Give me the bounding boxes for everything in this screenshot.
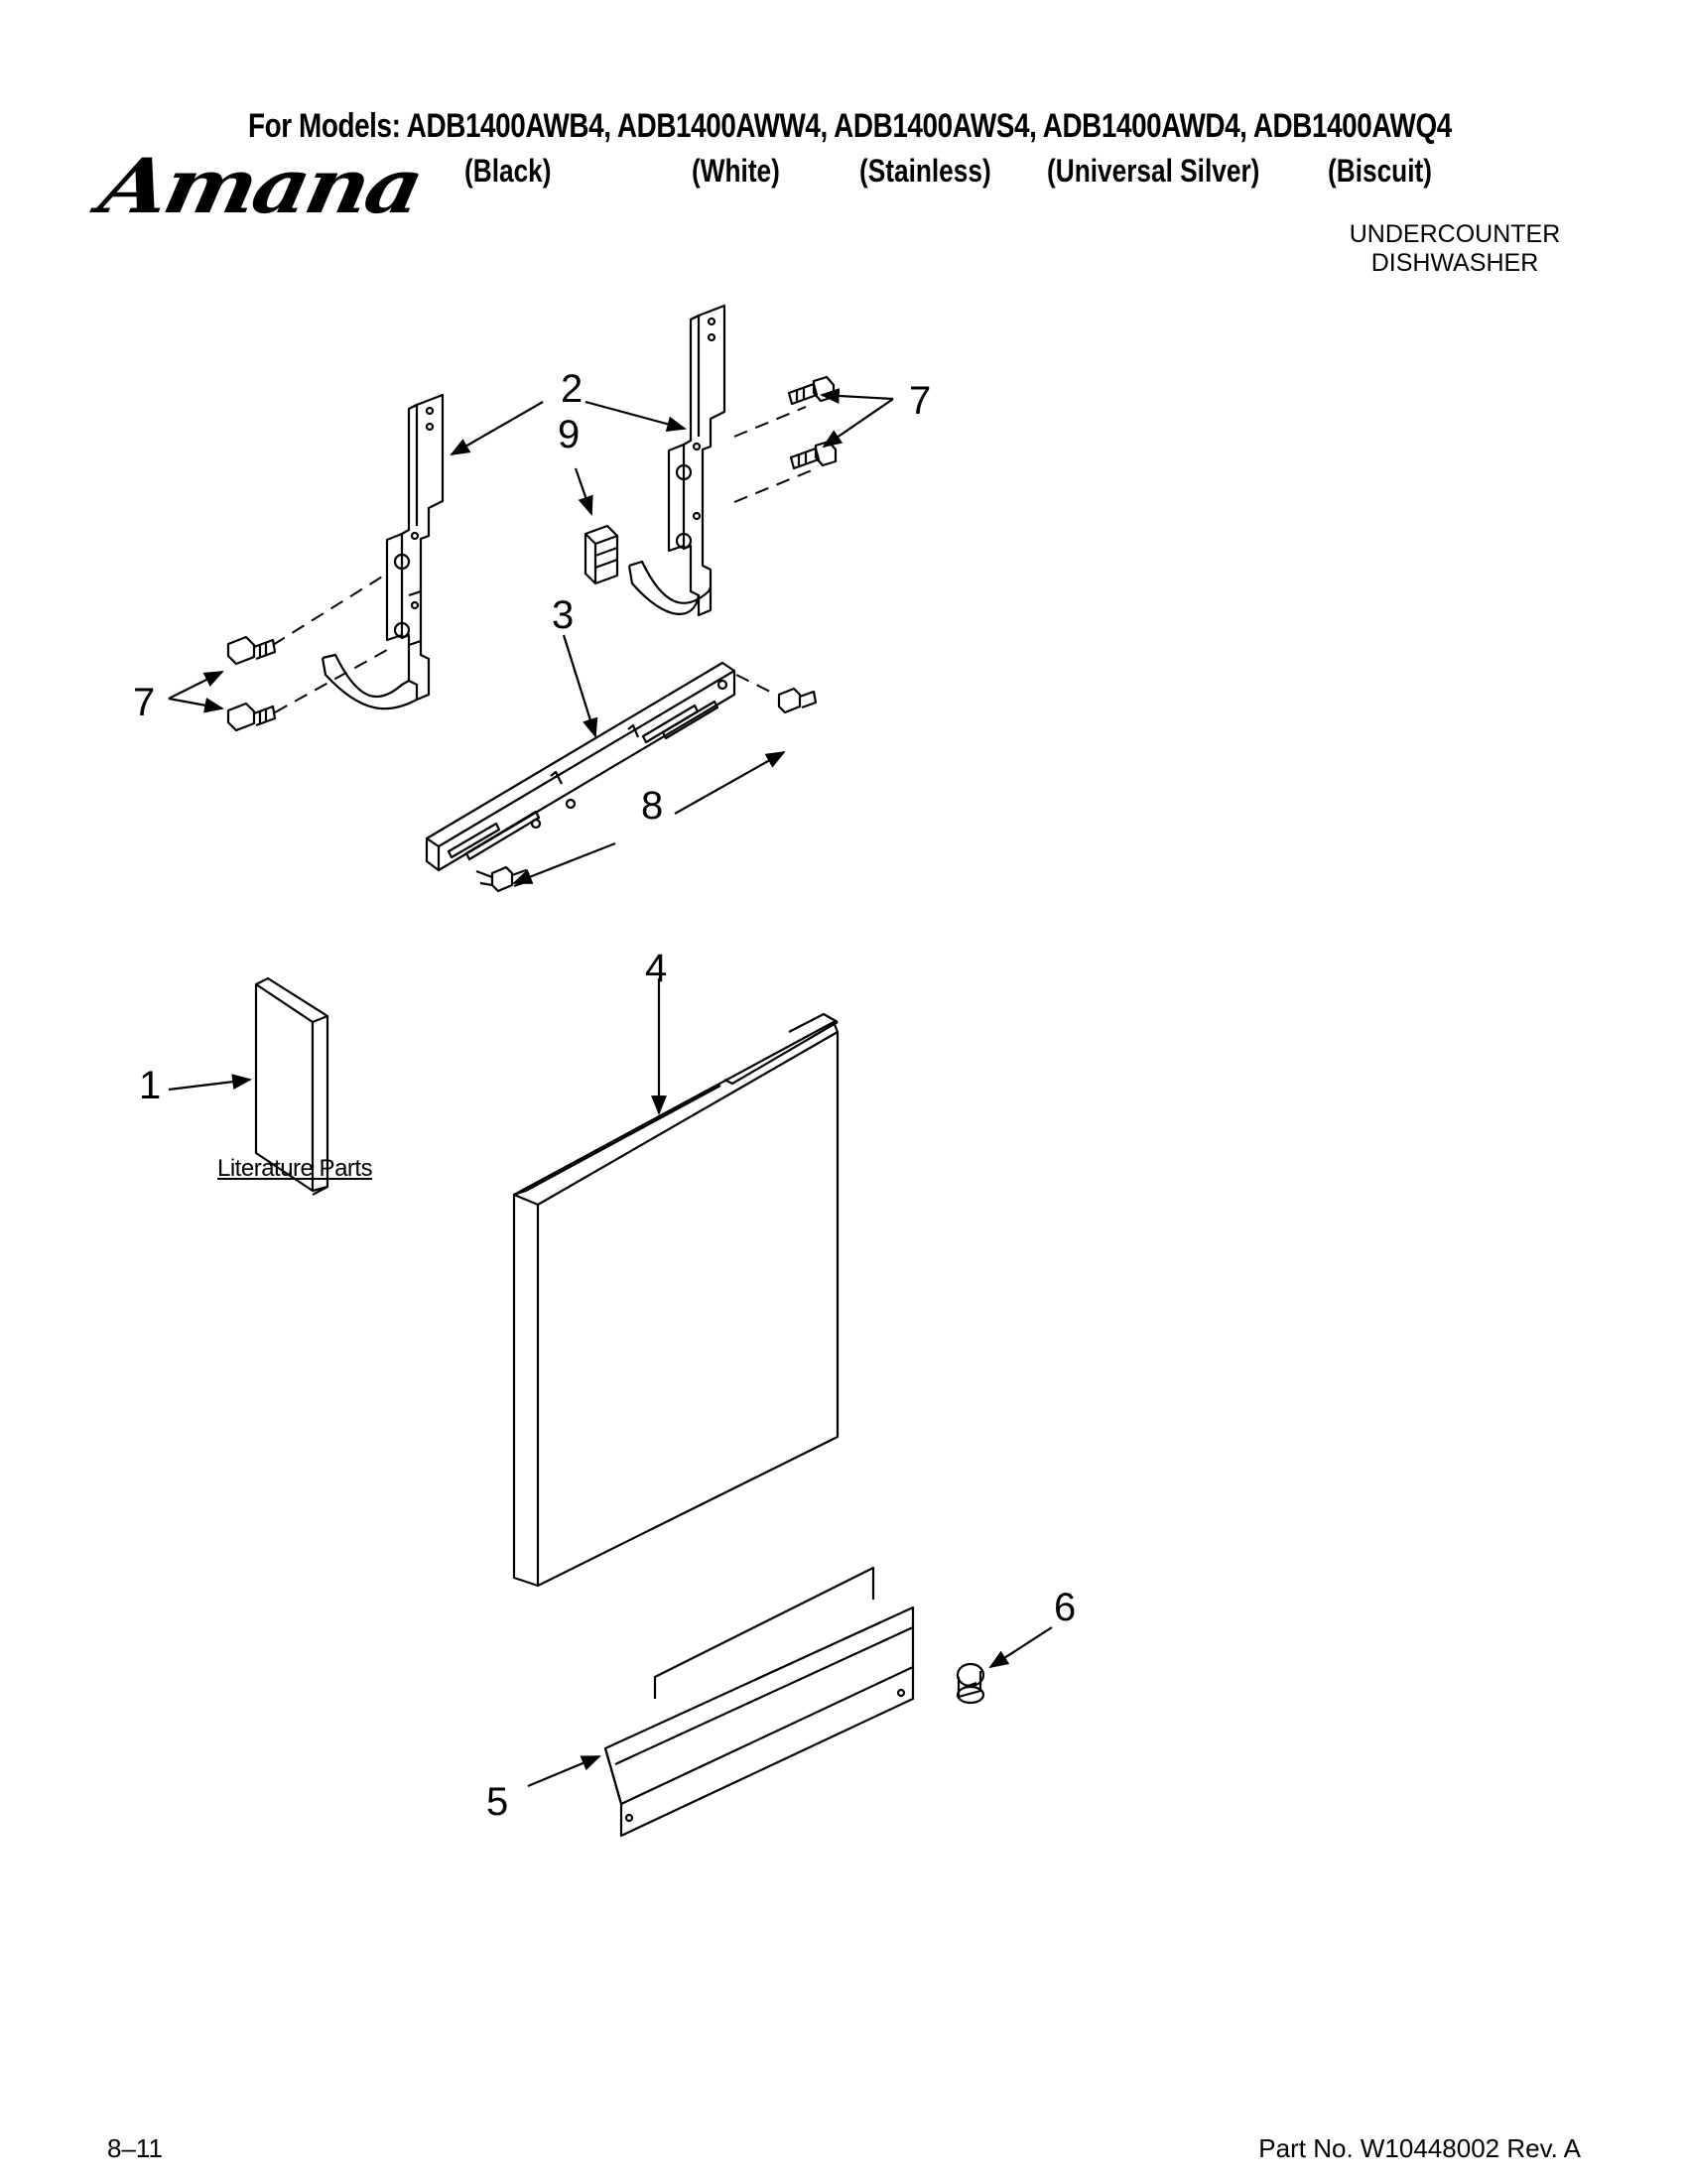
literature-parts-label: Literature Parts — [217, 1155, 373, 1182]
screw-right-upper — [787, 375, 836, 406]
screw-rail-right — [777, 687, 818, 714]
finish-stainless: (Stainless) — [859, 153, 991, 189]
finish-black: (Black) — [464, 153, 552, 189]
callout-7-right: 7 — [909, 379, 932, 423]
callout-3: 3 — [552, 593, 575, 637]
leader-lines — [168, 388, 1053, 1788]
finish-universal-silver: (Universal Silver) — [1047, 153, 1260, 189]
literature-booklet — [254, 976, 329, 1196]
callout-8: 8 — [641, 784, 664, 828]
screw-left-upper — [226, 635, 277, 666]
toe-panel — [603, 1566, 915, 1838]
door-bumper — [584, 524, 619, 585]
callout-7-left: 7 — [133, 681, 156, 724]
right-door-bracket — [627, 304, 726, 617]
models-line: For Models: ADB1400AWB4, ADB1400AWW4, AD… — [248, 107, 1452, 145]
callout-2: 2 — [561, 367, 584, 411]
finish-biscuit: (Biscuit) — [1328, 153, 1432, 189]
callout-9: 9 — [558, 413, 581, 456]
finish-white: (White) — [692, 153, 780, 189]
product-category: UNDERCOUNTER DISHWASHER — [1326, 220, 1584, 278]
screw-rail-left — [475, 865, 530, 893]
callout-6: 6 — [1054, 1586, 1077, 1629]
part-number: Part No. W10448002 Rev. A — [1258, 2133, 1581, 2163]
callout-4: 4 — [645, 947, 668, 990]
toe-panel-screw — [956, 1662, 985, 1705]
callout-1: 1 — [139, 1064, 162, 1107]
category-line-2: DISHWASHER — [1370, 249, 1539, 277]
screw-right-lower — [789, 440, 838, 470]
door-panel — [512, 1012, 840, 1588]
category-line-1: UNDERCOUNTER — [1349, 220, 1561, 248]
screw-left-lower — [226, 702, 277, 732]
page-number: 8–11 — [107, 2133, 163, 2163]
left-door-bracket — [321, 393, 445, 710]
mounting-rail — [425, 661, 736, 872]
callout-5: 5 — [486, 1780, 509, 1824]
alignment-lines — [272, 406, 813, 713]
